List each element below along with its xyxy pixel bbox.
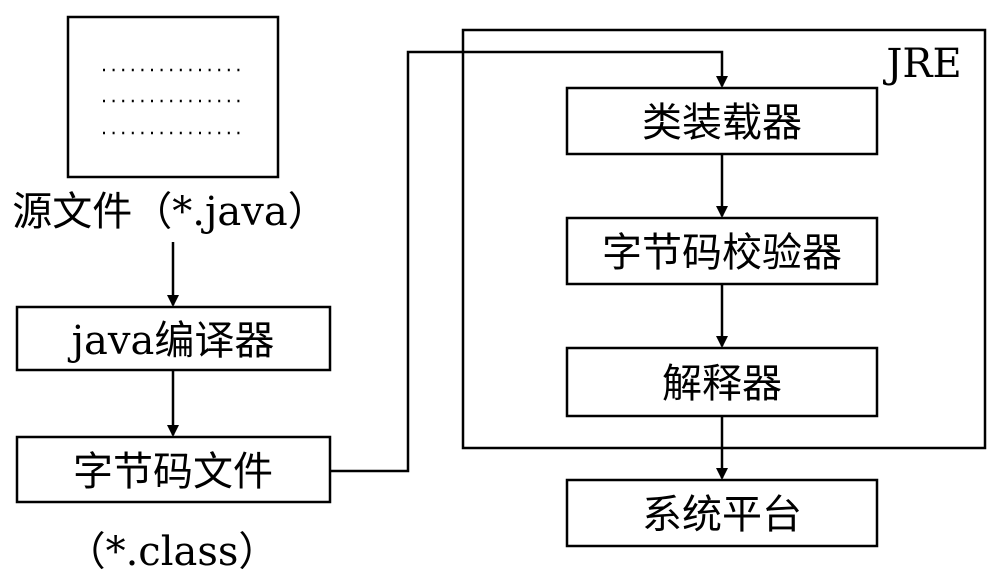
system-platform-label: 系统平台 xyxy=(642,492,802,538)
bytecode-file-label: 字节码文件 xyxy=(73,449,273,495)
arrow-bytecode-to-class-loader xyxy=(330,50,728,473)
source-file-caption: 源文件（*.java） xyxy=(12,189,327,235)
class-loader-label: 类装载器 xyxy=(642,100,802,146)
interpreter-box xyxy=(565,346,879,418)
jre-container xyxy=(461,28,987,450)
jre-title: JRE xyxy=(882,41,961,87)
bytecode-verifier-label: 字节码校验器 xyxy=(602,230,842,276)
bytecode-file-caption: （*.class） xyxy=(66,529,279,575)
bytecode-verifier-box xyxy=(565,216,879,286)
source-file-document xyxy=(66,15,280,179)
interpreter-label: 解释器 xyxy=(662,361,782,407)
bytecode-file-box xyxy=(15,435,332,504)
class-loader-box xyxy=(565,86,879,156)
system-platform-box xyxy=(565,478,879,548)
compiler-label: java编译器 xyxy=(68,318,275,364)
